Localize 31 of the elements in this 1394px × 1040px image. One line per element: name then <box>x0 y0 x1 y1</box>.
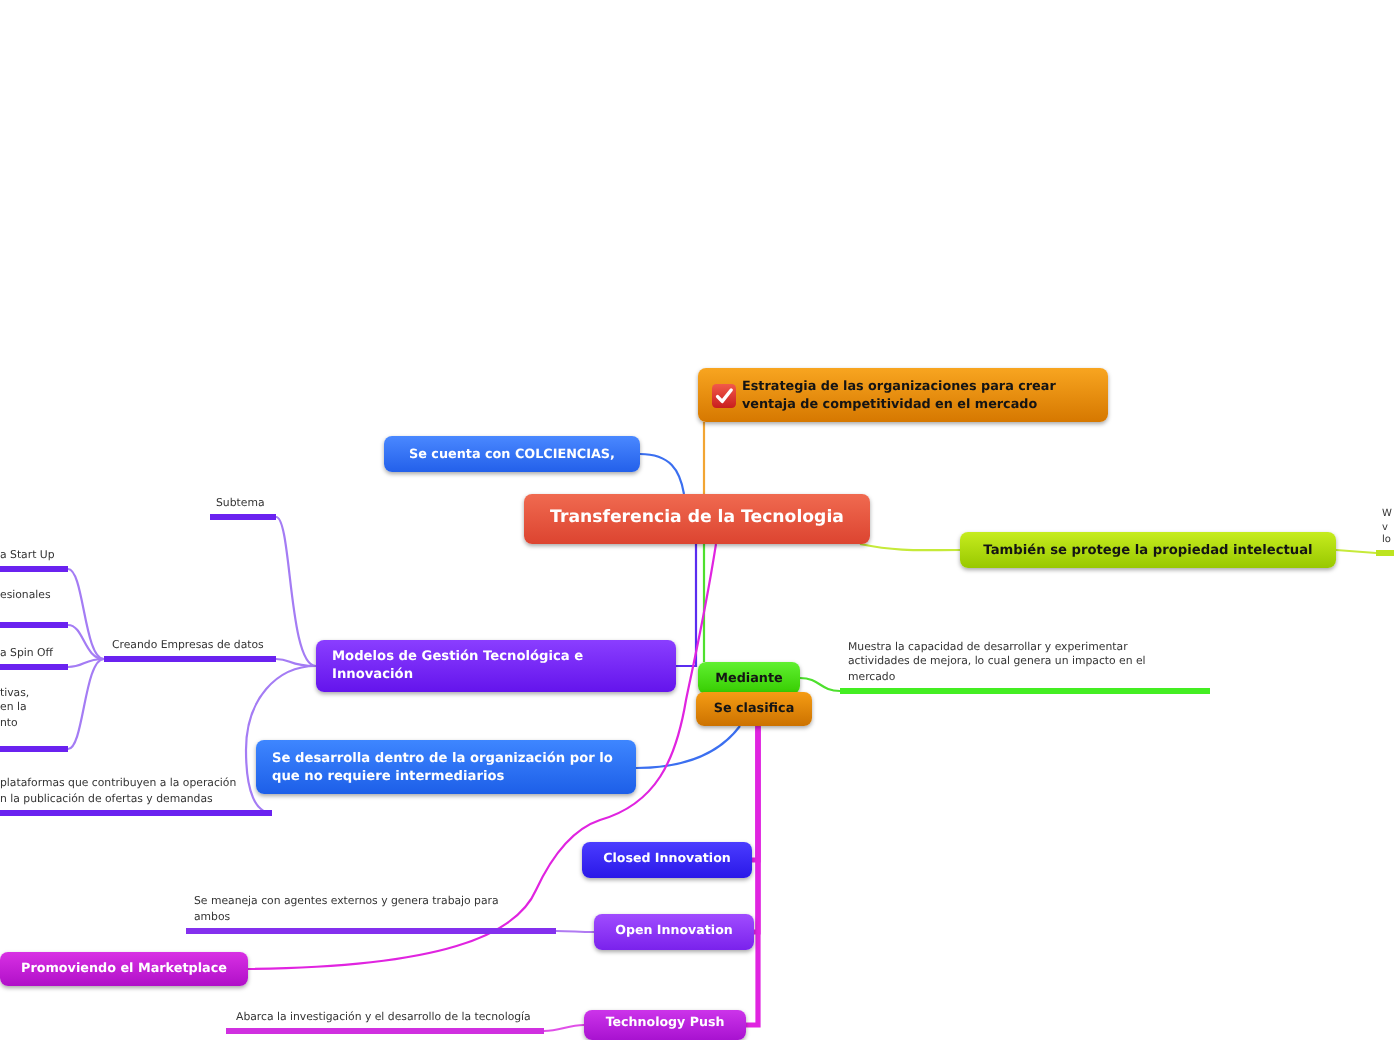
topic-box <box>698 368 1108 422</box>
topic-box <box>316 640 676 692</box>
connector-line <box>1335 548 1377 555</box>
connector-line <box>746 726 761 1028</box>
connector-line <box>702 422 706 494</box>
connector-line <box>67 657 105 750</box>
connector-line <box>67 568 105 661</box>
topic-box <box>384 436 640 472</box>
connector-line <box>275 516 317 667</box>
topic-box <box>584 1010 746 1040</box>
topic-box <box>960 532 1336 568</box>
connector-line <box>543 1023 585 1033</box>
topic-label: Transferencia de la Tecnologia <box>550 507 844 531</box>
topic-box <box>524 494 870 544</box>
connector-line <box>639 452 686 495</box>
topic-box <box>0 952 248 986</box>
connector-line <box>556 929 594 934</box>
connector-line <box>635 725 741 770</box>
connector-line <box>859 542 960 552</box>
connector-line <box>244 664 317 815</box>
topic-box <box>696 692 812 726</box>
connector-line <box>676 544 698 668</box>
connector-line <box>247 543 718 971</box>
connector-line <box>67 623 105 661</box>
topic-box <box>698 662 800 694</box>
topic-box <box>582 842 752 878</box>
topic-box <box>594 914 754 950</box>
topic-box <box>256 740 636 794</box>
connector-line <box>799 676 841 693</box>
connector-line <box>67 657 105 669</box>
connector-line <box>702 544 706 662</box>
